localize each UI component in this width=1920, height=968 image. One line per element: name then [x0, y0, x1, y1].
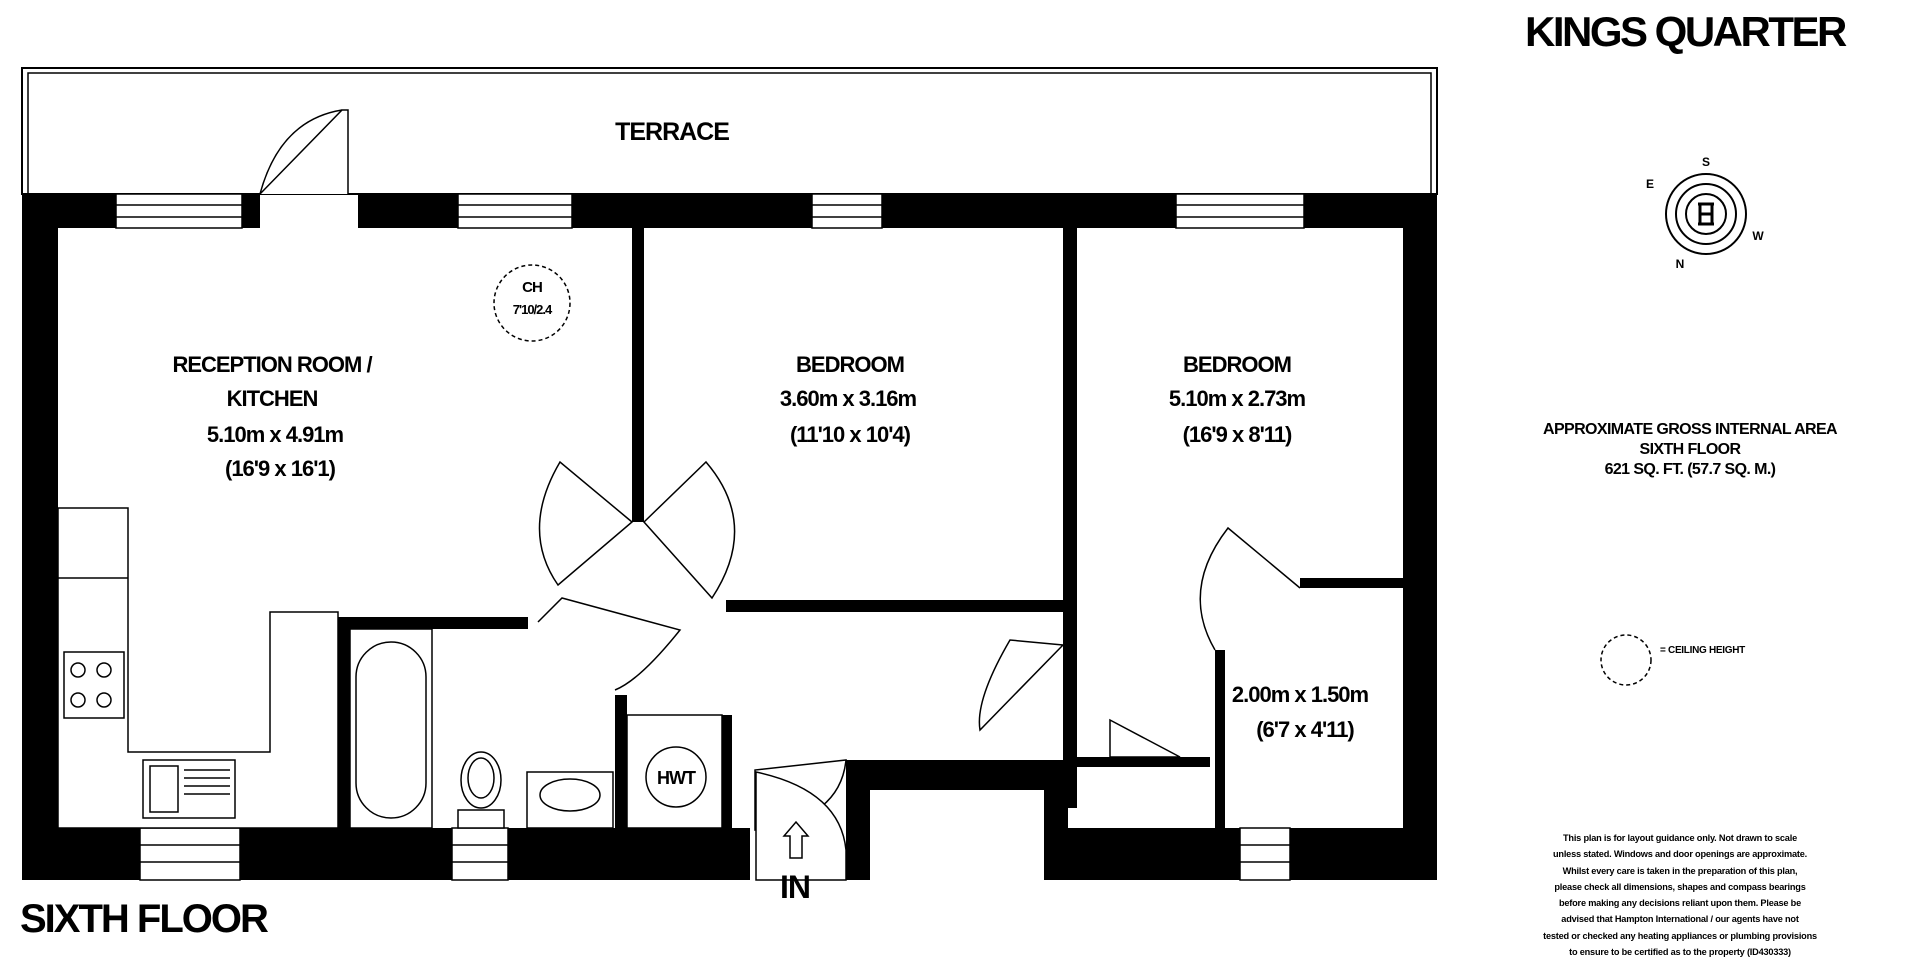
room-dimensions-metric: 3.60m x 3.16m	[780, 386, 917, 411]
floor-title: SIXTH FLOOR	[20, 897, 269, 941]
interior-walls	[338, 228, 1403, 828]
room-dimensions-metric: 2.00m x 1.50m	[1232, 682, 1369, 707]
bathroom-fixtures	[349, 628, 614, 829]
room-name: BEDROOM	[796, 352, 904, 377]
room-bedroom-2: BEDROOM 5.10m x 2.73m (16'9 x 8'11)	[1169, 352, 1307, 447]
compass-rose-icon	[1665, 173, 1747, 255]
entrance-door	[755, 771, 847, 881]
terrace-label: TERRACE	[615, 118, 729, 146]
disclaimer-line: please check all dimensions, shapes and …	[1554, 881, 1806, 892]
windows	[115, 193, 1305, 881]
exterior-walls	[22, 194, 1437, 880]
terrace-area	[21, 67, 1438, 195]
room-dimensions-imperial: (16'9 x 8'11)	[1183, 422, 1292, 447]
ceiling-height-label: CH	[522, 279, 542, 296]
disclaimer-line: advised that Hampton International / our…	[1561, 914, 1799, 925]
ceiling-height-value: 7'10/2.4	[513, 302, 553, 317]
room-ensuite: 2.00m x 1.50m (6'7 x 4'11)	[1232, 682, 1370, 742]
compass-east: E	[1646, 177, 1654, 191]
disclaimer-line: tested or checked any heating appliances…	[1543, 930, 1817, 941]
compass: S E W N	[1646, 155, 1764, 271]
room-name: KITCHEN	[227, 386, 318, 411]
disclaimer-line: before making any decisions reliant upon…	[1558, 898, 1802, 909]
compass-north: N	[1676, 257, 1685, 271]
disclaimer: This plan is for layout guidance only. N…	[1470, 830, 1890, 960]
disclaimer-line: to ensure to be certified as to the prop…	[1569, 947, 1791, 958]
room-dimensions-imperial: (16'9 x 16'1)	[225, 456, 336, 481]
gross-area-floor: SIXTH FLOOR	[1639, 441, 1742, 458]
compass-west: W	[1752, 229, 1764, 243]
ceiling-height-legend-icon	[1600, 634, 1652, 686]
kitchen-units	[57, 507, 339, 829]
terrace-door-arc	[259, 109, 343, 195]
room-bedroom-1: BEDROOM 3.60m x 3.16m (11'10 x 10'4)	[780, 352, 918, 447]
disclaimer-line: Whilst every care is taken in the prepar…	[1562, 865, 1798, 876]
gross-area-value: 621 SQ. FT. (57.7 SQ. M.)	[1604, 461, 1776, 478]
room-dimensions-metric: 5.10m x 4.91m	[207, 422, 344, 447]
room-name: BEDROOM	[1183, 352, 1291, 377]
disclaimer-line: unless stated. Windows and door openings…	[1553, 849, 1807, 860]
hwt-label: HWT	[657, 768, 696, 788]
ceiling-height-marker	[493, 264, 571, 342]
room-dimensions-imperial: (6'7 x 4'11)	[1256, 717, 1354, 742]
gross-area-block: APPROXIMATE GROSS INTERNAL AREA SIXTH FL…	[1490, 420, 1890, 480]
room-reception-kitchen: RECEPTION ROOM / KITCHEN 5.10m x 4.91m (…	[172, 352, 373, 481]
compass-south: S	[1702, 155, 1710, 169]
room-dimensions-imperial: (11'10 x 10'4)	[790, 422, 911, 447]
brand-title: KINGS QUARTER	[1525, 8, 1847, 55]
entrance-label: IN	[780, 869, 810, 905]
gross-area-heading: APPROXIMATE GROSS INTERNAL AREA	[1542, 421, 1838, 438]
terrace-inner-outline	[27, 72, 1432, 195]
room-name: RECEPTION ROOM /	[172, 352, 372, 377]
terrace-door-swing	[259, 109, 349, 195]
hwt-cupboard	[626, 714, 723, 829]
ceiling-height-legend-label: = CEILING HEIGHT	[1660, 645, 1745, 656]
room-dimensions-metric: 5.10m x 2.73m	[1169, 386, 1306, 411]
disclaimer-line: This plan is for layout guidance only. N…	[1563, 833, 1797, 843]
